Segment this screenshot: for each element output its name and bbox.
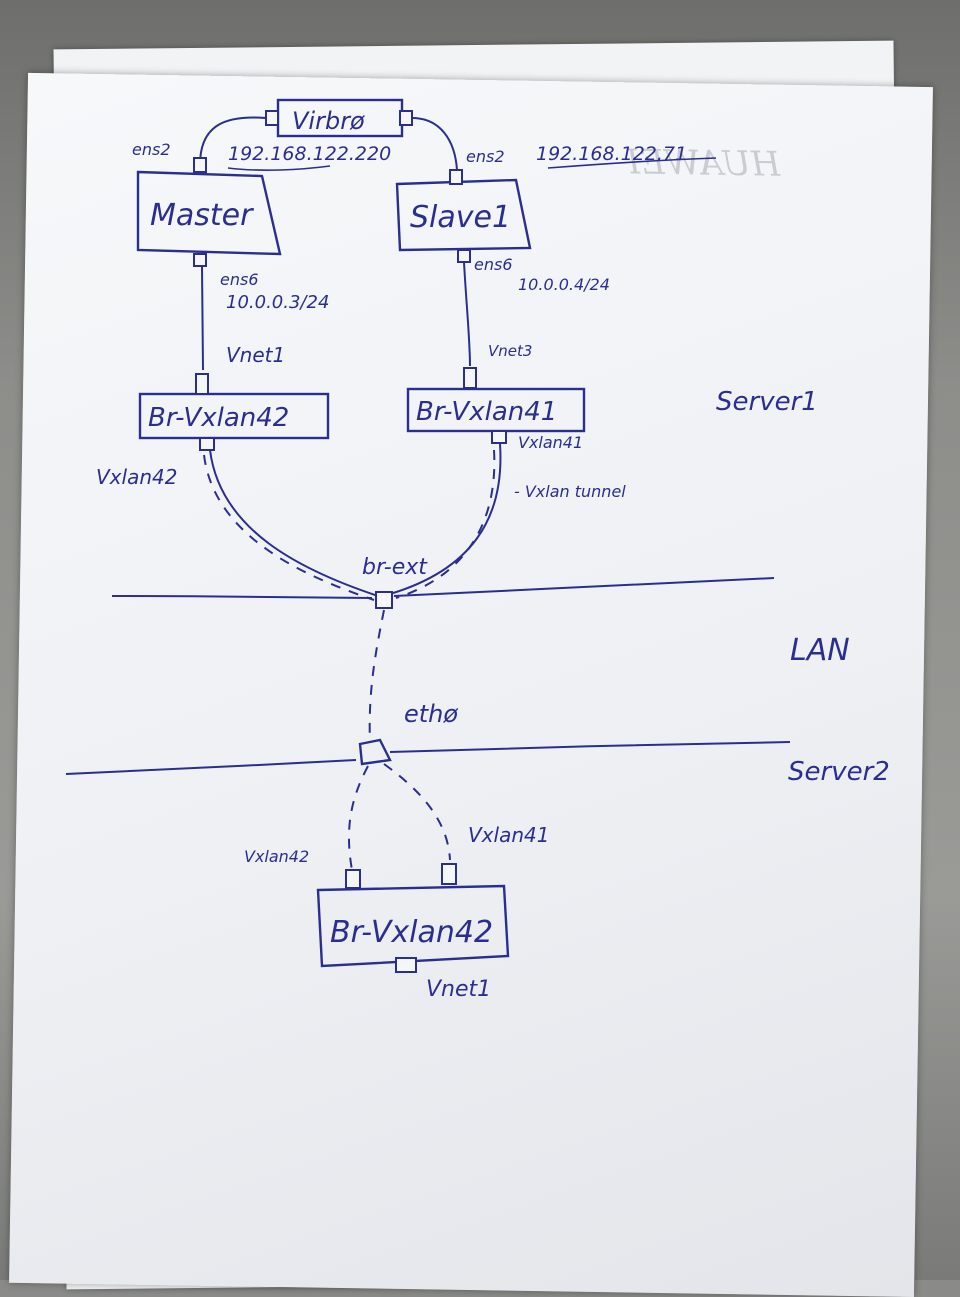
master-label: Master [150, 198, 254, 233]
master-bridge-link [201, 265, 204, 371]
slave-ens6-label: ens6 [474, 255, 513, 274]
br-vxlan42-bottom-label: Br-Vxlan42 [330, 915, 493, 950]
vnet1-bottom-label: Vnet1 [426, 977, 491, 1002]
br-vxlan42-top-label: Br-Vxlan42 [148, 403, 289, 433]
zone-server1-label: Server1 [716, 387, 818, 417]
slave-ens2-port [449, 169, 463, 185]
vnet1-top-port [195, 373, 209, 395]
slave-ens6-ip-label: 10.0.0.4/24 [518, 275, 610, 294]
br-vxlan42-top-node [138, 392, 330, 440]
vxlan-tunnel-label: - Vxlan tunnel [514, 482, 626, 501]
slave-label: Slave1 [410, 200, 511, 235]
eth0-label: ethø [404, 700, 458, 728]
virbr-port-right [399, 110, 413, 126]
master-ens6-label: ens6 [220, 270, 259, 289]
server2-boundary-right [389, 741, 791, 753]
master-ens6-ip-label: 10.0.0.3/24 [226, 292, 329, 313]
zone-lan-label: LAN [790, 633, 850, 668]
br-vxlan42-bottom-node [316, 884, 510, 968]
slave-ip-underline [547, 157, 717, 169]
vxlan42-tunnel-curve [209, 449, 379, 597]
server1-boundary-right [393, 577, 775, 597]
master-ip-label: 192.168.122.220 [228, 143, 391, 165]
slave-node [395, 178, 532, 252]
eth0-port [358, 738, 392, 766]
master-ens6-port [193, 253, 207, 267]
slave-ens2-label: ens2 [466, 147, 505, 166]
vxlan42-tunnel-dashed [203, 454, 375, 601]
master-ens2-port [193, 157, 207, 173]
master-node [136, 170, 282, 256]
lan-link-dashed [368, 609, 385, 743]
zone-server2-label: Server2 [788, 757, 890, 787]
server2-boundary-left [65, 759, 357, 775]
vxlan41-right-label: Vxlan41 [518, 433, 583, 452]
eth0-vxlan41-dashed [383, 763, 451, 861]
virbr-label: Virbrø [292, 107, 365, 135]
virbr-slave-link [411, 117, 458, 171]
vxlan41-top-port [491, 430, 507, 444]
vxlan41-tunnel-dashed [395, 449, 496, 599]
slave-bridge-link [463, 261, 471, 367]
master-ip-underline [227, 165, 331, 171]
virbr-port-left [265, 110, 279, 126]
br-ext-label: br-ext [362, 555, 428, 580]
server1-boundary-left [111, 595, 373, 599]
vnet1-bottom-port [395, 957, 417, 973]
vxlan42-top-port [199, 437, 215, 451]
vxlan41-tunnel-curve [389, 443, 502, 595]
slave-ens6-port [457, 249, 471, 263]
eth0-vxlan42-dashed [347, 765, 369, 871]
slave-ip-label: 192.168.122.71 [536, 143, 687, 165]
virbr-master-link [199, 116, 267, 166]
master-ens2-label: ens2 [132, 140, 171, 159]
br-ext-port [375, 591, 393, 609]
vxlan42-bottom-label: Vxlan42 [244, 847, 309, 866]
vnet1-top-label: Vnet1 [226, 343, 285, 367]
vxlan41-bottom-port [441, 863, 457, 885]
br-vxlan41-label: Br-Vxlan41 [416, 397, 557, 427]
vnet3-port [463, 367, 477, 389]
vxlan41-bottom-label: Vxlan41 [468, 823, 549, 847]
vnet3-label: Vnet3 [488, 342, 532, 360]
vxlan42-left-label: Vxlan42 [96, 465, 177, 489]
vxlan42-bottom-port [345, 869, 361, 889]
